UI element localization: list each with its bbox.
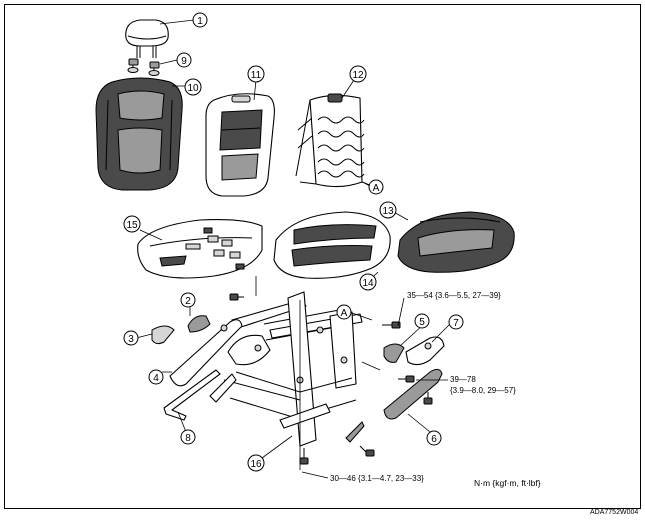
slide-lever [163, 369, 221, 421]
callout-2: 2 [180, 292, 196, 308]
callout-12: 12 [349, 65, 367, 83]
callout-13: 13 [379, 201, 397, 219]
torque-spec-mid-line2: {3.9—8.0, 29—57} [450, 386, 516, 395]
callout-14: 14 [359, 273, 377, 291]
seatback-pad [205, 93, 275, 197]
svg-text:14: 14 [362, 278, 374, 289]
svg-text:A: A [373, 183, 380, 194]
svg-text:10: 10 [187, 83, 199, 94]
hinge-cover [187, 315, 211, 333]
svg-text:9: 9 [181, 56, 187, 67]
torque-spec-bottom: 30—46 {3.1—4.7, 23—33} [330, 474, 424, 483]
callout-9: 9 [176, 52, 192, 68]
callout-1: 1 [192, 12, 208, 28]
callout-7: 7 [448, 314, 464, 330]
callout-11: 11 [247, 65, 265, 83]
bolt [229, 293, 244, 301]
seatback-trim [95, 77, 183, 191]
svg-text:16: 16 [250, 459, 262, 470]
headrest [125, 19, 169, 58]
svg-text:4: 4 [153, 373, 159, 384]
callout-10: 10 [184, 78, 202, 96]
torque-spec-mid-line1: 39—78 [450, 375, 476, 384]
svg-text:8: 8 [185, 433, 191, 444]
svg-text:6: 6 [431, 434, 437, 445]
callout-3: 3 [123, 330, 139, 346]
svg-text:12: 12 [352, 70, 364, 81]
callout-5: 5 [414, 313, 430, 329]
svg-text:13: 13 [382, 206, 394, 217]
seatback-frame [295, 93, 373, 188]
callout-4: 4 [148, 369, 164, 385]
headrest-guides [127, 58, 160, 76]
svg-text:7: 7 [453, 318, 459, 329]
bolt [398, 375, 415, 383]
lower-bracket [345, 421, 365, 443]
right-knob [383, 343, 405, 363]
recliner-knob [151, 325, 175, 345]
callout-8: 8 [180, 429, 196, 445]
bolt [382, 321, 401, 329]
recliner-cover [169, 319, 243, 387]
seat-pan [137, 219, 263, 279]
bolt [423, 392, 433, 405]
callout-A-frame: A [368, 179, 384, 195]
units-label: N·m {kgf·m, ft·lbf} [474, 478, 541, 488]
svg-text:11: 11 [251, 70, 262, 81]
callout-6: 6 [426, 430, 442, 446]
side-shield [383, 368, 443, 420]
svg-text:1: 1 [197, 16, 203, 27]
torque-spec-top: 35—54 {3.6—5.5, 27—39} [407, 291, 501, 300]
right-cover [405, 336, 445, 366]
cushion-trim [397, 211, 515, 273]
svg-text:2: 2 [185, 296, 191, 307]
svg-text:5: 5 [419, 317, 425, 328]
callout-15: 15 [123, 215, 141, 233]
figure-code: ADA7752W004 [590, 509, 639, 516]
callout-A-track: A [336, 304, 352, 320]
bolt [299, 448, 309, 465]
cushion-pad [273, 211, 391, 279]
bolt [359, 445, 375, 457]
callout-16: 16 [247, 454, 265, 472]
diagram-frame [4, 4, 641, 509]
svg-text:3: 3 [128, 334, 134, 345]
svg-text:A: A [341, 308, 348, 319]
svg-text:15: 15 [126, 220, 138, 231]
